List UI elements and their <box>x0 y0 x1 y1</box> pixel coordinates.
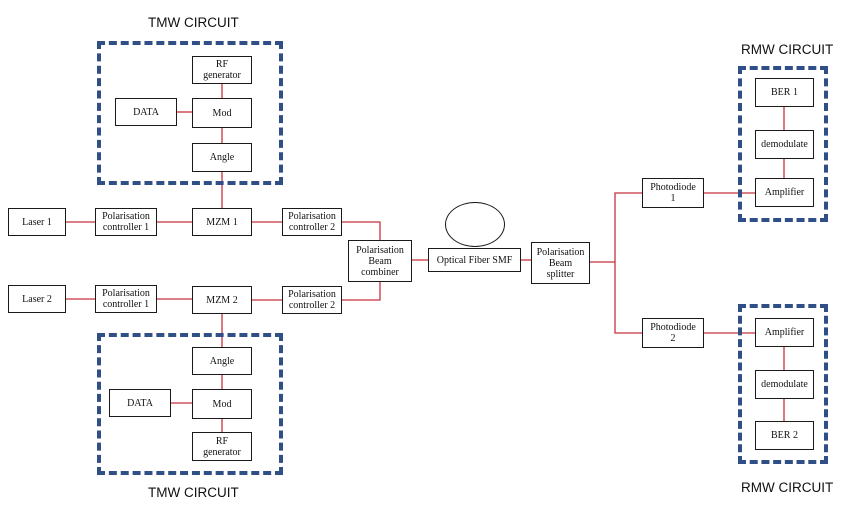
amplifier-bottom-box: Amplifier <box>755 318 814 347</box>
ber-2-box: BER 2 <box>755 421 814 450</box>
mod-top-box: Mod <box>192 98 252 128</box>
amplifier-top-box: Amplifier <box>755 178 814 207</box>
polarisation-beam-splitter-box: Polarisation Beam splitter <box>531 242 590 284</box>
rmw-circuit-bottom-frame <box>738 304 828 464</box>
rmw-circuit-top-frame <box>738 66 828 222</box>
photodiode-1-box: Photodiode 1 <box>642 178 704 208</box>
photodiode-2-box: Photodiode 2 <box>642 318 704 348</box>
wire-pc2-bottom-to-combiner <box>342 282 381 301</box>
polarisation-beam-combiner-box: Polarisation Beam combiner <box>348 240 412 282</box>
polarisation-controller-2-bottom-box: Polarisation controller 2 <box>282 286 342 314</box>
rmw-circuit-top-title: RMW CIRCUIT <box>741 42 834 57</box>
demodulate-bottom-box: demodulate <box>755 370 814 399</box>
polarisation-controller-1-bottom-box: Polarisation controller 1 <box>95 285 157 313</box>
tmw-circuit-top-title: TMW CIRCUIT <box>148 15 239 30</box>
wire-splitter-to-pd2 <box>614 262 642 334</box>
ber-1-box: BER 1 <box>755 78 814 107</box>
angle-bottom-box: Angle <box>192 347 252 375</box>
angle-top-box: Angle <box>192 143 252 172</box>
laser-1-box: Laser 1 <box>8 208 66 236</box>
wire-pc2-top-to-combiner <box>342 221 381 240</box>
data-bottom-box: DATA <box>109 389 171 417</box>
rf-generator-top-box: RF generator <box>192 56 252 84</box>
mzm-2-box: MZM 2 <box>192 286 252 314</box>
polarisation-controller-2-top-box: Polarisation controller 2 <box>282 208 342 236</box>
tmw-circuit-bottom-title: TMW CIRCUIT <box>148 485 239 500</box>
polarisation-controller-1-top-box: Polarisation controller 1 <box>95 208 157 236</box>
optical-fiber-smf-box: Optical Fiber SMF <box>428 248 521 272</box>
tmw-circuit-top-frame <box>97 41 283 185</box>
rf-generator-bottom-box: RF generator <box>192 432 252 461</box>
fiber-spool-icon <box>445 202 505 247</box>
mzm-1-box: MZM 1 <box>192 208 252 236</box>
wire-splitter-to-pd1 <box>590 192 642 263</box>
rmw-circuit-bottom-title: RMW CIRCUIT <box>741 480 834 495</box>
demodulate-top-box: demodulate <box>755 130 814 159</box>
laser-2-box: Laser 2 <box>8 285 66 313</box>
mod-bottom-box: Mod <box>192 389 252 419</box>
tmw-circuit-bottom-frame <box>97 333 283 475</box>
data-top-box: DATA <box>115 98 177 126</box>
